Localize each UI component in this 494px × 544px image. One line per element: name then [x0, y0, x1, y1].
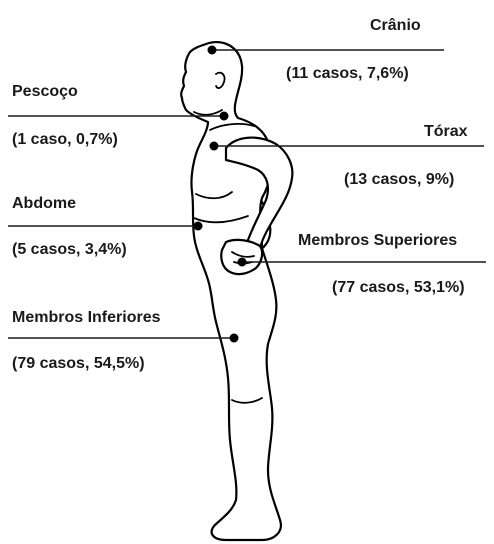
- cranio-dot: [208, 46, 217, 55]
- cranio-leader: [208, 46, 445, 55]
- membros-inferiores-leader: [8, 334, 239, 343]
- membros-superiores-leader: [238, 258, 487, 267]
- torax-dot: [210, 142, 219, 151]
- cranio-stats: (11 casos, 7,6%): [286, 66, 409, 82]
- abdome-stats: (5 casos, 3,4%): [12, 242, 127, 258]
- pescoco-label: Pescoço: [12, 84, 78, 100]
- cranio-label: Crânio: [370, 18, 421, 34]
- pescoco-dot: [220, 112, 229, 121]
- body-silhouette: [181, 42, 281, 540]
- abdome-leader: [8, 222, 203, 231]
- membros-superiores-label: Membros Superiores: [298, 233, 457, 249]
- torax-label: Tórax: [424, 124, 468, 140]
- human-figure: [181, 42, 292, 540]
- torax-stats: (13 casos, 9%): [344, 172, 454, 188]
- membros-inferiores-label: Membros Inferiores: [12, 310, 160, 326]
- membros-superiores-dot: [238, 258, 247, 267]
- abdome-label: Abdome: [12, 196, 76, 212]
- abdome-dot: [194, 222, 203, 231]
- membros-inferiores-stats: (79 casos, 54,5%): [12, 356, 145, 372]
- membros-inferiores-dot: [230, 334, 239, 343]
- pescoco-stats: (1 caso, 0,7%): [12, 132, 118, 148]
- membros-superiores-stats: (77 casos, 53,1%): [332, 280, 465, 296]
